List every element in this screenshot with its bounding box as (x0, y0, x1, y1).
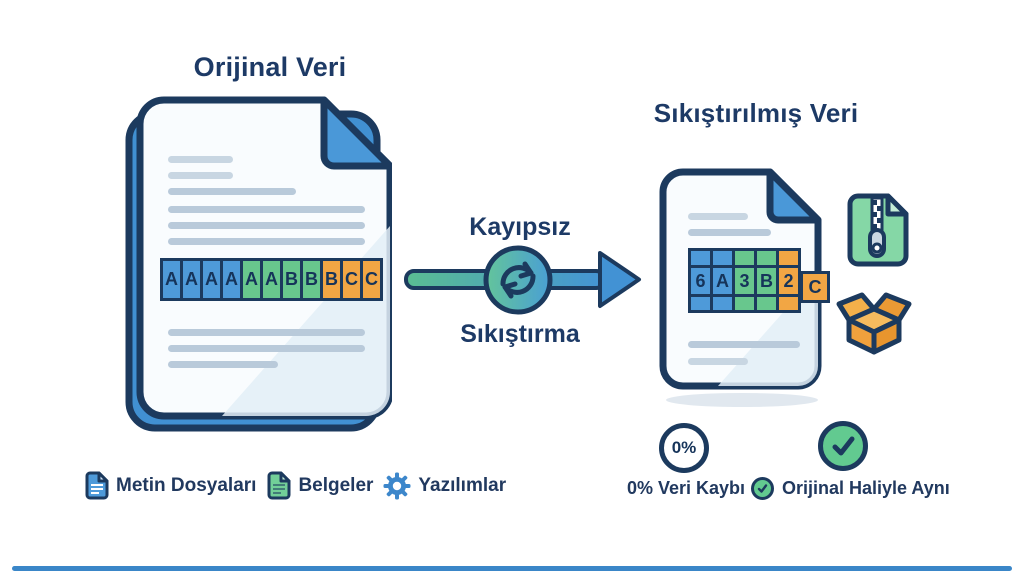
zero-loss-label: 0% Veri Kaybı (626, 478, 746, 498)
text-line (168, 361, 278, 368)
compression-label: Sıkıştırma (460, 320, 580, 348)
overflow-cell: C (800, 271, 830, 303)
refresh-arrows-icon (500, 261, 536, 299)
same-as-original-row: Orijinal Haliyle Aynı (751, 477, 950, 500)
folded-corner-icon (320, 96, 392, 170)
category-label: Yazılımlar (418, 474, 507, 496)
text-line (168, 345, 365, 352)
package-box-icon (836, 292, 912, 355)
data-cell: A (200, 258, 223, 301)
text-line (168, 329, 365, 336)
text-line (688, 229, 771, 236)
zero-percent-badge: 0% (659, 423, 709, 473)
grid-column: 6 (688, 248, 713, 313)
category-text-files: Metin Dosyaları (84, 471, 256, 500)
data-cell: B (300, 258, 323, 301)
original-data-title: Orijinal Veri (193, 52, 347, 82)
category-software: Yazılımlar (383, 472, 506, 500)
text-line (168, 222, 365, 229)
text-line (688, 341, 800, 348)
bottom-accent-bar (12, 566, 1012, 571)
folded-corner-icon (766, 168, 822, 224)
same-as-original-label: Orijinal Haliyle Aynı (782, 478, 950, 498)
data-cell: C (360, 258, 383, 301)
data-cell (776, 294, 801, 313)
gear-icon (383, 472, 411, 499)
zip-file-icon (847, 193, 909, 267)
text-line (168, 238, 365, 245)
data-cell: B (320, 258, 343, 301)
arrow-head-icon (598, 251, 641, 308)
compression-arrow (404, 245, 641, 315)
document-icon (267, 471, 291, 500)
category-label: Metin Dosyaları (116, 474, 257, 496)
check-icon (832, 436, 855, 456)
category-label: Belgeler (298, 474, 374, 496)
text-line (688, 213, 748, 220)
text-line (688, 358, 748, 365)
categories-row: Metin Dosyaları Belgeler (84, 471, 506, 500)
category-documents: Belgeler (266, 471, 373, 500)
check-badge (818, 421, 868, 471)
grid-column: 2 (776, 248, 801, 313)
compressed-data-title: Sıkıştırılmış Veri (653, 98, 859, 128)
document-shadow (666, 393, 818, 407)
check-icon (751, 477, 774, 500)
text-file-icon (85, 471, 109, 500)
data-cell: 2 (776, 265, 801, 297)
lossless-label: Kayıpsız (469, 213, 571, 241)
text-line (168, 188, 296, 195)
data-cell: A (160, 258, 183, 301)
conversion-circle (483, 245, 553, 315)
text-line (168, 172, 233, 179)
text-line (168, 156, 233, 163)
text-line (168, 206, 365, 213)
